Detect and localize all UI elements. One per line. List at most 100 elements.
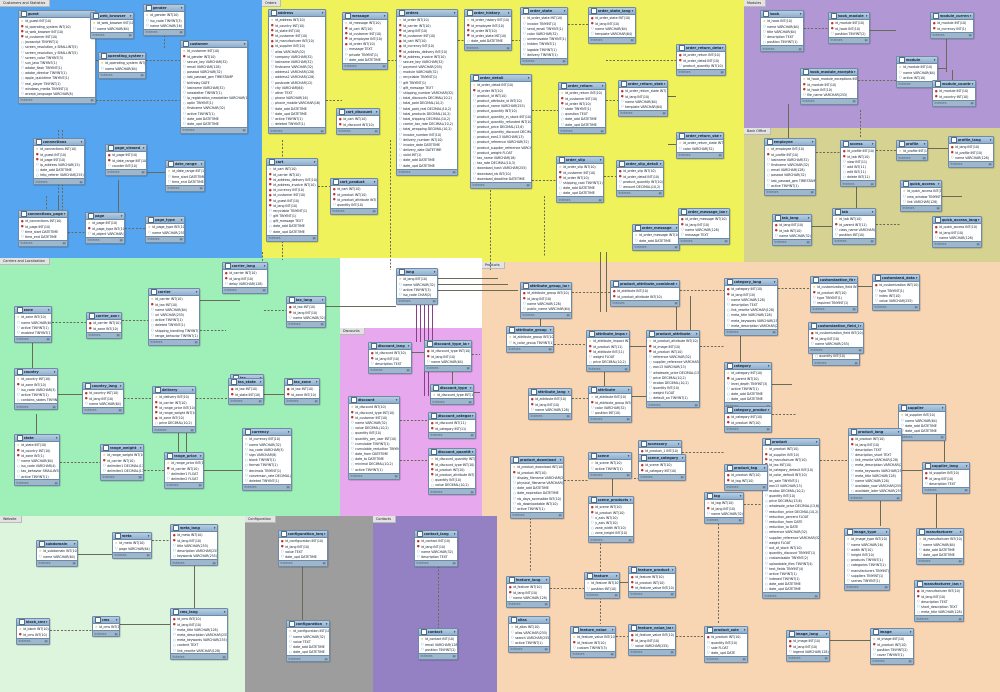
resize-handle-icon[interactable]: ▤ [598,197,602,202]
indexes-label[interactable]: Indexes [812,307,825,312]
indexes-label[interactable]: Indexes [774,240,787,245]
table-footer[interactable]: Indexes▤ [279,559,327,566]
resize-handle-icon[interactable]: ▤ [562,59,566,64]
table-header[interactable]: contact_lang▾ [415,531,457,539]
table-footer[interactable]: Indexes▤ [559,127,605,134]
indexes-label[interactable]: Indexes [586,593,599,598]
chevron-down-icon[interactable]: ▾ [853,278,856,283]
table-order_return_state_lang[interactable]: order_return_state_lang▾●id_order_return… [618,80,668,117]
chevron-down-icon[interactable]: ▾ [73,542,76,547]
resize-handle-icon[interactable]: ▤ [626,473,630,478]
chevron-down-icon[interactable]: ▾ [977,218,980,223]
table-header[interactable]: configuration_lang▾ [279,531,327,539]
table-footer[interactable]: Indexes▤ [507,345,553,352]
chevron-down-icon[interactable]: ▾ [965,464,968,469]
indexes-label[interactable]: Indexes [706,657,719,662]
table-footer[interactable]: Indexes▤ [99,71,145,78]
indexes-label[interactable]: Indexes [530,414,543,419]
resize-handle-icon[interactable]: ▤ [772,330,776,335]
table-footer[interactable]: Indexes▤ [223,286,267,293]
table-customized_data[interactable]: customized_data▾●id_customization INT(10… [872,274,920,311]
table-footer[interactable]: Indexes▤ [181,126,247,133]
table-range_price[interactable]: range_price▾ᴘid_range_price INT(10)●id_c… [164,452,204,489]
indexes-label[interactable]: Indexes [510,647,523,652]
indexes-label[interactable]: Indexes [18,639,31,644]
table-header[interactable]: delivery▾ [153,387,195,395]
indexes-label[interactable]: Indexes [590,537,603,542]
indexes-label[interactable]: Indexes [508,602,521,607]
table-header[interactable]: accessory▾ [639,441,681,449]
chevron-down-icon[interactable]: ▾ [407,344,410,349]
resize-handle-icon[interactable]: ▤ [119,238,123,243]
indexes-label[interactable]: Indexes [850,495,863,500]
table-header[interactable]: alias▾ [509,617,549,625]
table-footer[interactable]: Indexes▤ [677,151,723,158]
indexes-label[interactable]: Indexes [924,488,937,493]
resize-handle-icon[interactable]: ▤ [600,128,604,133]
resize-handle-icon[interactable]: ▤ [212,560,216,565]
table-header[interactable]: attribute_group_lang▾ [521,283,571,291]
indexes-label[interactable]: Indexes [766,190,779,195]
resize-handle-icon[interactable]: ▤ [724,239,728,244]
table-footer[interactable]: Indexes▤ [397,297,437,304]
resize-handle-icon[interactable]: ▤ [466,366,470,371]
chevron-down-icon[interactable]: ▾ [549,328,552,333]
table-hook_module_exceptions[interactable]: hook_module_exceptions▾ᴘid_hook_module_e… [800,68,858,105]
resize-handle-icon[interactable]: ▤ [810,190,814,195]
resize-handle-icon[interactable]: ▤ [670,592,674,597]
resize-handle-icon[interactable]: ▤ [662,111,666,116]
table-header[interactable]: customized_data▾ [873,275,919,283]
chevron-down-icon[interactable]: ▾ [611,628,614,633]
resize-handle-icon[interactable]: ▤ [116,333,120,338]
table-footer[interactable]: Indexes▤ [833,237,875,244]
table-header[interactable]: access▾ [841,141,875,149]
table-footer[interactable]: Indexes▤ [629,648,675,655]
indexes-label[interactable]: Indexes [918,559,931,564]
table-guest[interactable]: guest▾ᴘid_guest INT(10)●id_operating_sys… [18,10,96,104]
chevron-down-icon[interactable]: ▾ [933,58,936,63]
table-feature_value_lang[interactable]: feature_value_lang▾●id_feature_value INT… [628,624,676,656]
chevron-down-icon[interactable]: ▾ [743,628,746,633]
table-footer[interactable]: Indexes ▤ [765,188,815,195]
indexes-label[interactable]: Indexes [94,631,107,636]
table-category_product[interactable]: category_product▾●id_category INT(10)●id… [724,406,772,433]
chevron-down-icon[interactable]: ▾ [453,532,456,537]
table-header[interactable]: image_lang▾ [787,631,829,639]
chevron-down-icon[interactable]: ▾ [200,162,203,167]
resize-handle-icon[interactable]: ▤ [858,348,862,353]
indexes-label[interactable]: Indexes [288,656,301,661]
resize-handle-icon[interactable]: ▤ [658,191,662,196]
chevron-down-icon[interactable]: ▾ [871,210,874,215]
chevron-down-icon[interactable]: ▾ [141,54,144,59]
table-footer[interactable]: Indexes▤ [106,168,146,175]
table-footer[interactable]: Indexes▤ [571,650,615,657]
table-footer[interactable]: Indexes▤ [829,36,869,43]
table-order_state_lang[interactable]: order_state_lang▾●id_order_state INT(10)… [588,7,636,44]
chevron-down-icon[interactable]: ▾ [80,140,83,145]
resize-handle-icon[interactable]: ▤ [199,186,203,191]
resize-handle-icon[interactable]: ▤ [46,337,50,342]
resize-handle-icon[interactable]: ▤ [884,585,888,590]
indexes-label[interactable]: Indexes [590,473,603,478]
chevron-down-icon[interactable]: ▾ [909,630,912,635]
resize-handle-icon[interactable]: ▤ [922,155,926,160]
table-footer[interactable]: Indexes▤ [511,511,563,518]
resize-handle-icon[interactable]: ▤ [958,616,962,621]
table-footer[interactable]: Indexes▤ [267,234,317,241]
indexes-label[interactable]: Indexes [230,399,243,404]
table-footer[interactable]: Indexes▤ [841,180,875,187]
table-header[interactable]: connections_page▾ [19,211,67,219]
chevron-down-icon[interactable]: ▾ [313,160,316,165]
resize-handle-icon[interactable]: ▤ [824,656,828,661]
